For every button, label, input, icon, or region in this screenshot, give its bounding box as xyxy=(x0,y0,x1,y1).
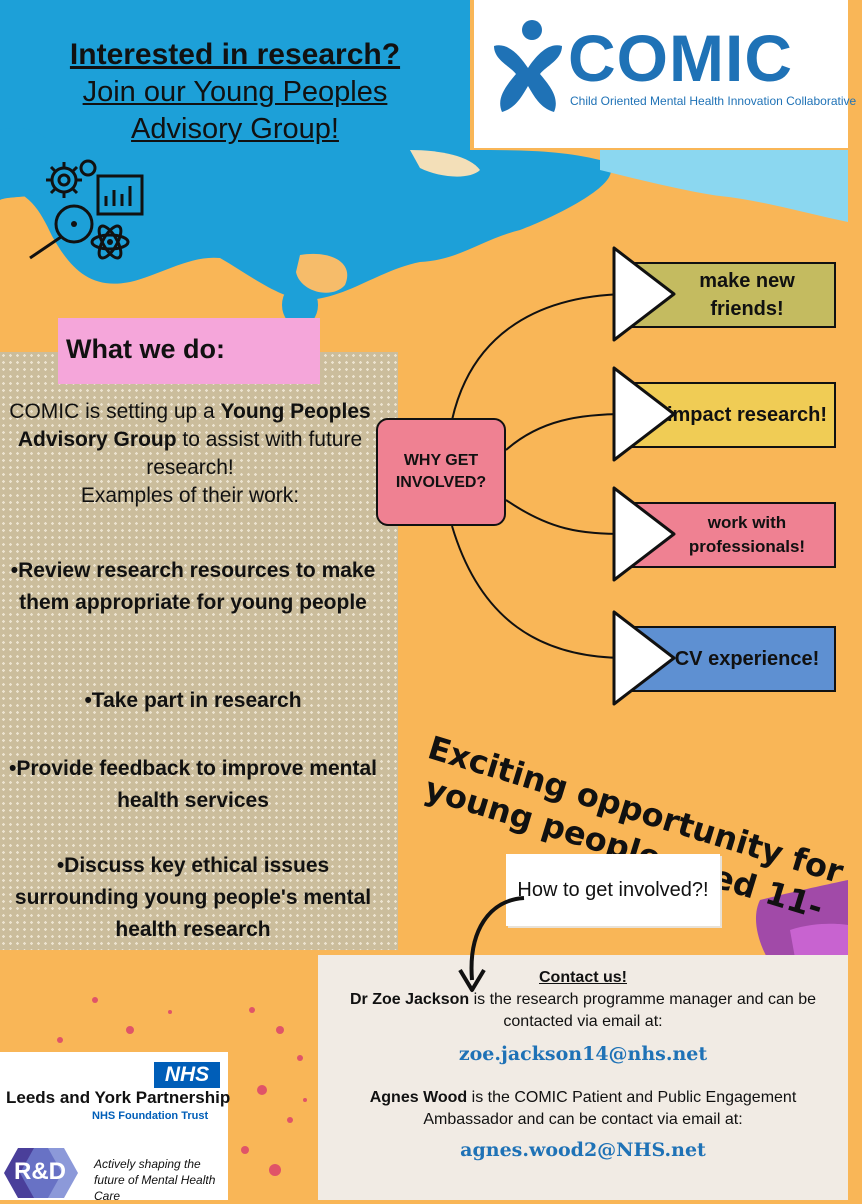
comic-logo: COMIC Child Oriented Mental Health Innov… xyxy=(474,0,856,148)
research-icons xyxy=(29,159,144,260)
email-link[interactable]: zoe.jackson14@nhs.net xyxy=(458,1043,708,1065)
trust-subtitle: NHS Foundation Trust xyxy=(92,1110,209,1122)
intro-text-2: to assist with future research! xyxy=(146,428,363,479)
play-arrow-icon xyxy=(612,486,676,582)
contact-title: Contact us! xyxy=(539,969,627,986)
logo-wordmark: COMIC xyxy=(568,21,793,95)
headline-line1: Interested in research? xyxy=(69,38,401,71)
logo-subtitle: Child Oriented Mental Health Innovation … xyxy=(570,94,857,108)
partner-logos: NHS Leeds and York Partnership NHS Found… xyxy=(0,1052,231,1203)
headline: Interested in research? Join our Young P… xyxy=(0,36,470,148)
bullet-item: •Take part in research xyxy=(84,689,302,712)
headline-line3: Advisory Group! xyxy=(131,113,339,145)
what-we-do-title: What we do: xyxy=(66,334,225,364)
rd-badge-text: R&D xyxy=(14,1158,66,1185)
bullet-item: •Provide feedback to improve mental heal… xyxy=(9,757,377,812)
person2-name: Agnes Wood xyxy=(369,1089,468,1106)
person1-role: is the research programme manager and ca… xyxy=(469,991,816,1030)
intro-bold: Young Peoples Advisory Group xyxy=(17,400,371,451)
curved-arrow-icon xyxy=(458,896,525,992)
reason-label: work with professionals! xyxy=(688,513,806,556)
rd-logo-icon xyxy=(4,1148,78,1198)
headline-line2: Join our Young Peoples xyxy=(82,76,388,108)
email-link[interactable]: agnes.wood2@NHS.net xyxy=(460,1139,706,1161)
bullet-item: •Discuss key ethical issues surrounding … xyxy=(14,854,372,941)
reason-label: CV experience! xyxy=(674,648,820,670)
what-we-do-intro: COMIC is setting up a Young Peoples Advi… xyxy=(0,398,380,510)
person1-name: Dr Zoe Jackson xyxy=(349,991,470,1008)
examples-label: Examples of their work: xyxy=(80,484,300,507)
tagline: Actively shaping the future of Mental He… xyxy=(94,1157,216,1203)
contact-section: Contact us! Dr Zoe Jackson is the resear… xyxy=(318,955,848,1200)
play-arrow-icon xyxy=(612,366,676,462)
nhs-logo: NHS xyxy=(154,1062,220,1088)
play-arrow-icon xyxy=(612,610,676,706)
contact-person1: Dr Zoe Jackson is the research programme… xyxy=(318,989,848,1033)
why-get-involved-box: WHY GET INVOLVED? xyxy=(376,418,506,526)
trust-name: Leeds and York Partnership xyxy=(6,1088,231,1107)
play-arrow-icon xyxy=(612,246,676,342)
reason-label: make new friends! xyxy=(699,270,795,320)
bullet-item: •Review research resources to make them … xyxy=(10,559,376,614)
comic-figure-icon xyxy=(494,20,562,112)
person2-role: is the COMIC Patient and Public Engageme… xyxy=(423,1089,797,1128)
how-to-get-involved: How to get involved?! xyxy=(506,854,720,926)
contact-person2: Agnes Wood is the COMIC Patient and Publ… xyxy=(318,1087,848,1131)
what-we-do-panel xyxy=(0,352,398,950)
title-highlight xyxy=(58,318,320,384)
reason-label: impact research! xyxy=(666,404,828,426)
intro-text-1: COMIC is setting up a xyxy=(9,400,221,423)
